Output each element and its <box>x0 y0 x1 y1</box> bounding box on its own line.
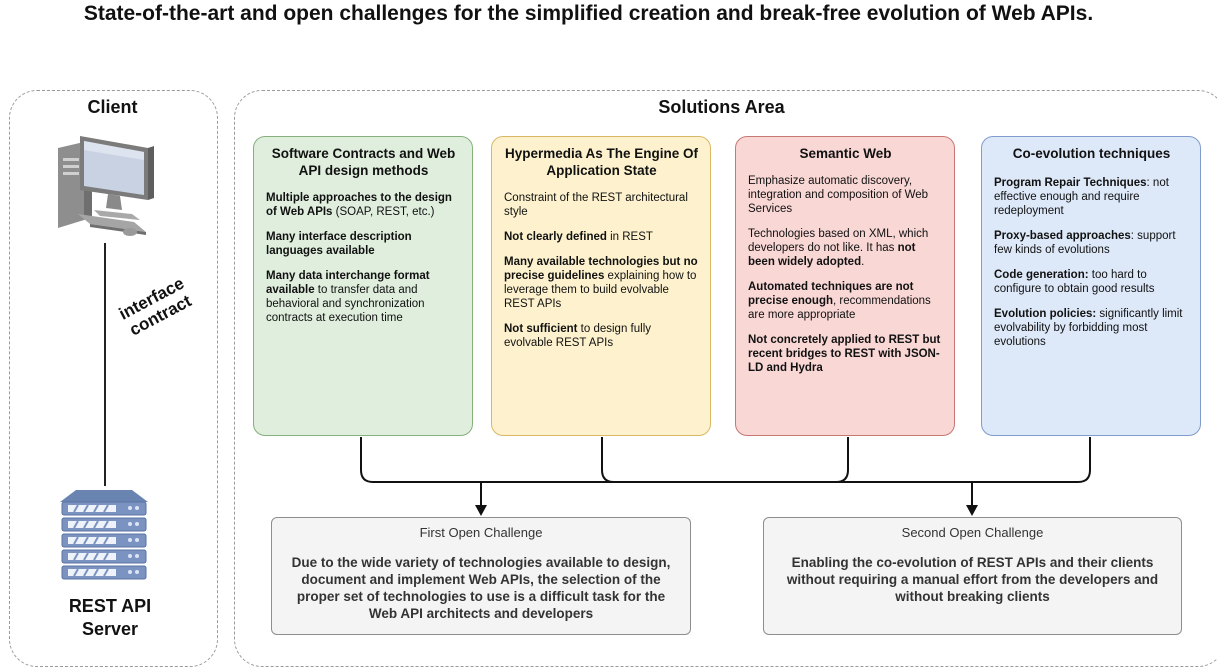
connector-lines <box>360 437 1091 516</box>
card-title: Co-evolution techniques <box>1012 146 1171 161</box>
desktop-computer-icon <box>58 136 154 236</box>
card-title: Software Contracts and Web API design me… <box>271 146 456 178</box>
card-item: Code generation: too hard to configure t… <box>994 269 1155 295</box>
challenge-body: Due to the wide variety of technologies … <box>291 555 671 621</box>
card-item: Proxy-based approaches: support few kind… <box>994 230 1176 256</box>
card-item: Technologies based on XML, which develop… <box>748 228 929 268</box>
card-co-evolution: Co-evolution techniques Program Repair T… <box>981 136 1201 436</box>
card-item: Multiple approaches to the design of Web… <box>266 192 452 218</box>
challenge-title: Second Open Challenge <box>901 525 1044 540</box>
card-item: Not clearly defined in REST <box>504 231 653 243</box>
card-item: Evolution policies: significantly limit … <box>994 308 1183 348</box>
challenge-body: Enabling the co-evolution of REST APIs a… <box>786 555 1159 604</box>
arrowhead-icon <box>475 505 487 516</box>
interface-line <box>104 243 106 486</box>
connector-left-group <box>360 437 849 483</box>
card-hateoas: Hypermedia As The Engine Of Application … <box>491 136 711 436</box>
card-item: Not concretely applied to REST but recen… <box>748 334 941 374</box>
card-item: Many available technologies but no preci… <box>504 256 698 310</box>
connector-right-group <box>601 437 1091 483</box>
page-title: State-of-the-art and open challenges for… <box>83 2 1094 25</box>
card-item: Automated techniques are not precise eno… <box>748 281 931 321</box>
card-software-contracts: Software Contracts and Web API design me… <box>253 136 473 436</box>
card-title: Hypermedia As The Engine Of Application … <box>504 146 699 178</box>
challenge-title: First Open Challenge <box>419 525 543 540</box>
solutions-title: Solutions Area <box>658 97 785 117</box>
first-open-challenge: First Open Challenge Due to the wide var… <box>271 517 691 635</box>
server-label: REST API Server <box>68 596 152 639</box>
server-rack-icon <box>60 490 148 580</box>
card-item: Program Repair Techniques: not effective… <box>994 177 1169 217</box>
card-item: Emphasize automatic discovery, integrati… <box>748 175 929 215</box>
card-item: Many data interchange format available t… <box>266 270 430 324</box>
second-open-challenge: Second Open Challenge Enabling the co-ev… <box>763 517 1182 635</box>
card-item: Constraint of the REST architectural sty… <box>504 192 688 218</box>
client-title: Client <box>87 97 138 117</box>
card-semantic-web: Semantic Web Emphasize automatic discove… <box>735 136 955 436</box>
card-item: Many interface description languages ava… <box>266 231 412 257</box>
card-title: Semantic Web <box>799 146 892 161</box>
arrowhead-icon <box>966 505 978 516</box>
card-item: Not sufficient to design fully evolvable… <box>504 323 651 349</box>
